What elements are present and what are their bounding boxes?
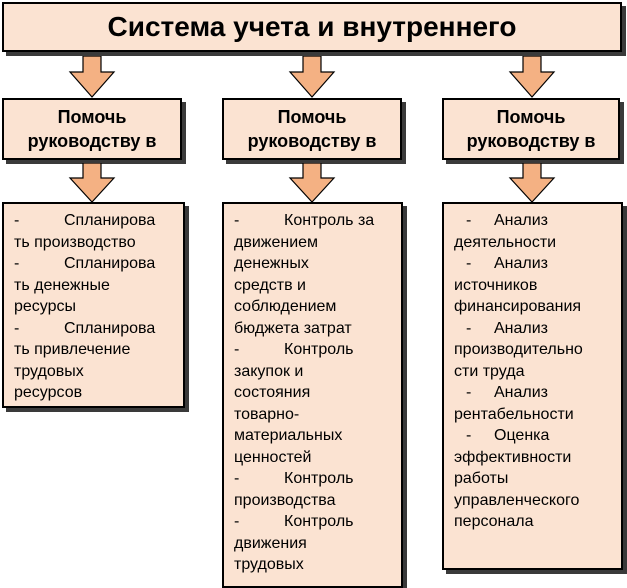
column-header-analysis: Помочь руководству в xyxy=(442,98,620,160)
list-item: - Контроль движения трудовых xyxy=(234,511,395,576)
list-item: - Контроль за движением денежных средств и со… xyxy=(234,210,395,339)
list-item: - Анализ рентабельности xyxy=(454,382,615,425)
item-line: Спланирова xyxy=(64,319,156,337)
bullet-dash: - xyxy=(234,341,240,358)
item-line: ресурсов xyxy=(14,384,83,401)
item-line: рентабельности xyxy=(454,405,574,423)
item-line: Контроль xyxy=(284,513,354,530)
item-line: финансирования xyxy=(454,298,582,315)
item-line: работы xyxy=(454,470,509,487)
item-line: Анализ xyxy=(494,384,549,401)
list-item: - Контроль производства xyxy=(234,468,395,511)
header-line: руководству в xyxy=(466,131,596,151)
bullet-dash: - xyxy=(14,212,20,229)
item-line: деятельности xyxy=(454,233,557,251)
bullet-dash: - xyxy=(466,212,472,229)
item-line: ресурсы xyxy=(14,298,77,315)
header-line: Помочь xyxy=(277,107,347,127)
diagram-title: Система учета и внутреннего xyxy=(107,11,517,42)
bullet-dash: - xyxy=(234,470,240,487)
item-line: ценностей xyxy=(234,448,312,466)
arrow-down-icon xyxy=(288,56,336,98)
list-item: - Спланирова ть производство xyxy=(14,210,175,253)
item-line: трудовых xyxy=(234,556,304,573)
item-line: ть привлечение xyxy=(14,341,131,358)
item-line: управленческого xyxy=(454,491,580,509)
arrow-down-icon xyxy=(68,56,116,98)
list-item: - Анализ источников финансирования xyxy=(454,253,615,318)
item-line: Контроль xyxy=(284,341,354,358)
arrow-down-icon xyxy=(288,163,336,203)
item-line: трудовых xyxy=(14,362,84,380)
item-line: Анализ xyxy=(494,255,549,272)
bullet-dash: - xyxy=(466,255,472,272)
analysis-list: - Анализ деятельности - Анализ источников фин… xyxy=(454,210,615,533)
item-line: ть производство xyxy=(14,233,136,251)
bullet-dash: - xyxy=(14,319,20,337)
bullet-dash: - xyxy=(466,384,472,401)
bullet-dash: - xyxy=(466,319,472,337)
item-line: Контроль xyxy=(284,470,354,487)
item-line: средств и xyxy=(234,276,306,294)
item-line: Анализ xyxy=(494,212,549,229)
item-line: Спланирова xyxy=(64,212,156,229)
bullet-dash: - xyxy=(14,255,20,272)
item-line: Анализ xyxy=(494,319,549,337)
item-line: Спланирова xyxy=(64,255,156,272)
item-line: движения xyxy=(234,534,307,552)
control-list: - Контроль за движением денежных средств и со… xyxy=(234,210,395,576)
planning-list: - Спланирова ть производство - Спланирова ть… xyxy=(14,210,175,404)
diagram-title-box: Система учета и внутреннего xyxy=(2,2,622,52)
bullet-dash: - xyxy=(466,427,472,444)
analysis-list-box: - Анализ деятельности - Анализ источников фин… xyxy=(442,202,623,570)
column-header-planning: Помочь руководству в xyxy=(2,98,182,160)
item-line: производства xyxy=(234,491,336,509)
list-item: - Контроль закупок и состояния товарно-матер… xyxy=(234,339,395,468)
item-line: материальных xyxy=(234,427,343,444)
arrow-down-icon xyxy=(508,56,556,98)
list-item: - Спланирова ть привлечение трудовых ресурсо… xyxy=(14,318,175,404)
item-line: эффективности xyxy=(454,448,572,466)
item-line: производительно xyxy=(454,341,583,358)
item-line: персонала xyxy=(454,513,534,530)
item-line: Контроль за xyxy=(284,212,375,229)
list-item: - Анализ деятельности xyxy=(454,210,615,253)
planning-list-box: - Спланирова ть производство - Спланирова ть… xyxy=(2,202,185,408)
bullet-dash: - xyxy=(234,513,240,530)
list-item: - Оценка эффективности работы управленческог… xyxy=(454,425,615,533)
control-list-box: - Контроль за движением денежных средств и со… xyxy=(222,202,403,588)
item-line: соблюдением xyxy=(234,298,337,315)
item-line: товарно- xyxy=(234,405,300,423)
item-line: Оценка xyxy=(494,427,550,444)
item-line: состояния xyxy=(234,384,311,401)
arrow-down-icon xyxy=(68,163,116,203)
column-header-control: Помочь руководству в xyxy=(222,98,402,160)
item-line: сти труда xyxy=(454,362,525,380)
header-line: Помочь xyxy=(57,107,127,127)
item-line: денежных xyxy=(234,255,309,272)
list-item: - Спланирова ть денежные ресурсы xyxy=(14,253,175,318)
bullet-dash: - xyxy=(234,212,240,229)
header-line: руководству в xyxy=(27,131,157,151)
item-line: закупок и xyxy=(234,362,304,380)
item-line: ть денежные xyxy=(14,276,110,294)
arrow-down-icon xyxy=(508,163,556,203)
list-item: - Анализ производительно сти труда xyxy=(454,318,615,383)
item-line: движением xyxy=(234,233,319,251)
item-line: источников xyxy=(454,276,538,294)
item-line: бюджета затрат xyxy=(234,319,352,337)
header-line: Помочь xyxy=(496,107,566,127)
header-line: руководству в xyxy=(247,131,377,151)
